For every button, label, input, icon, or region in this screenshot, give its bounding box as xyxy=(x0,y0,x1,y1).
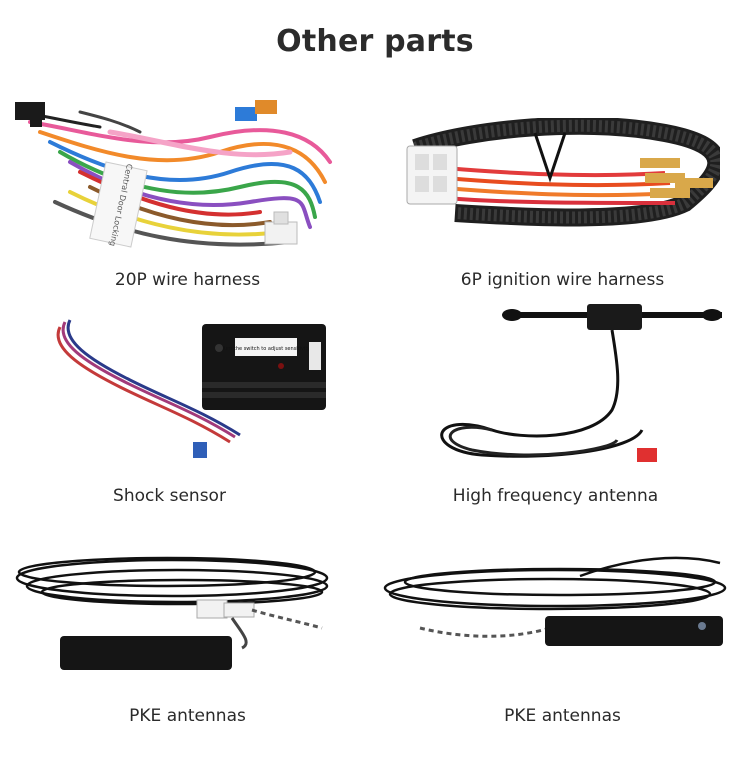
part-label-20p-wire-harness: 20P wire harness xyxy=(114,270,261,290)
ignition-harness-6p-image xyxy=(385,118,720,228)
page-title: Other parts xyxy=(276,24,474,59)
shock-sensor-image: Turn the switch to adjust sensitivity xyxy=(45,312,335,467)
part-label-shock-sensor: Shock sensor xyxy=(113,486,226,506)
part-label-6p-ignition-wire-harness: 6P ignition wire harness xyxy=(460,270,665,290)
pke-antenna-right-image xyxy=(380,548,730,658)
high-frequency-antenna-image xyxy=(412,300,727,470)
part-label-pke-antennas-left: PKE antennas xyxy=(129,706,246,726)
wire-harness-20p-image: Central Door Locking xyxy=(10,92,340,262)
part-label-high-frequency-antenna: High frequency antenna xyxy=(452,486,659,506)
pke-antenna-left-image xyxy=(12,548,347,678)
part-label-pke-antennas-right: PKE antennas xyxy=(504,706,621,726)
sensor-sticker-text: Turn the switch to adjust sensitivity xyxy=(221,346,311,352)
